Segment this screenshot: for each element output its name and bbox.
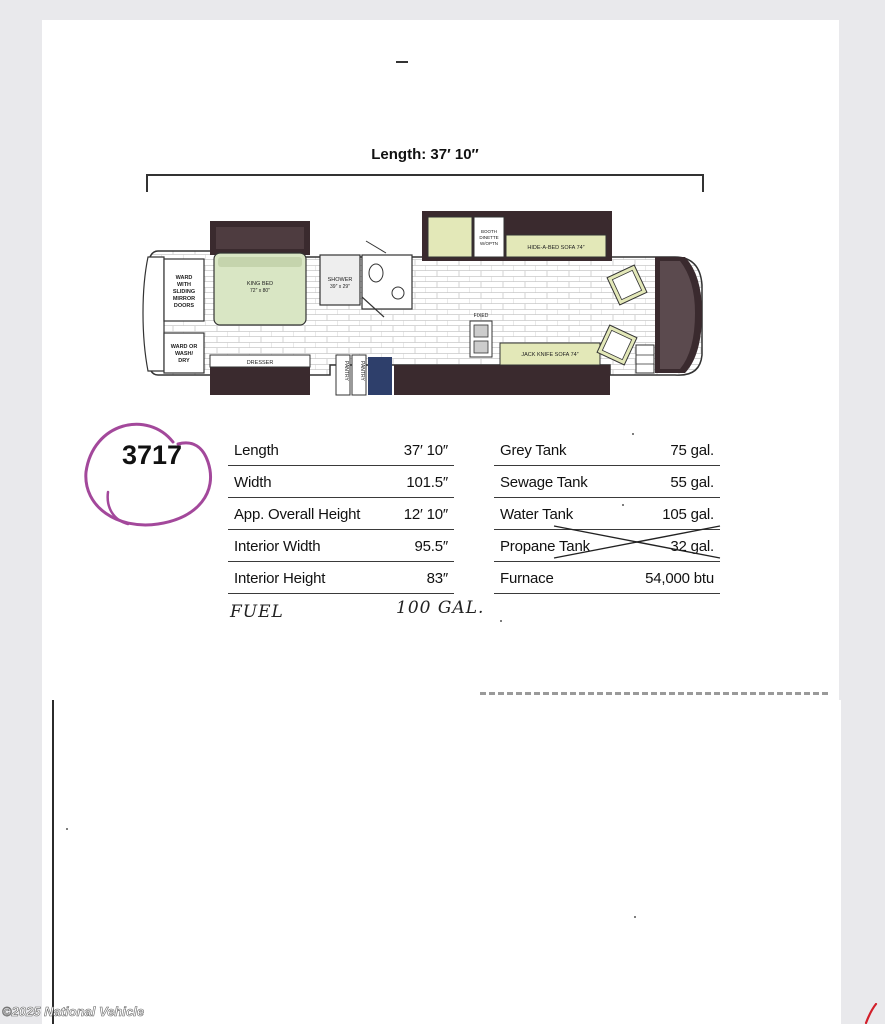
propane-strikethrough <box>553 525 721 559</box>
length-heading: Length: 37′ 10″ <box>371 146 479 163</box>
dimension-tick-left <box>146 174 148 192</box>
booth-label-line: DINETTE <box>479 235 498 240</box>
spec-value: 37′ 10″ <box>403 442 448 459</box>
spec-label: Propane Tank <box>500 538 590 555</box>
spec-value: 83″ <box>426 570 449 587</box>
shower-size: 39″ x 29″ <box>330 284 350 290</box>
scan-artifact-line <box>480 692 830 695</box>
fixed-label: FIXED <box>474 313 489 319</box>
shower-label: SHOWER <box>328 277 353 283</box>
handwritten-fuel-label: FUEL <box>230 602 284 622</box>
spec-row: App. Overall Height 12′ 10″ <box>228 498 454 530</box>
scan-speck <box>66 828 68 830</box>
spec-value: 75 gal. <box>670 442 714 459</box>
spec-label: Interior Width <box>234 538 321 555</box>
hide-a-bed-label: HIDE-A-BED SOFA 74″ <box>527 245 584 251</box>
dimension-tick-right <box>702 174 704 192</box>
spec-label: Sewage Tank <box>500 474 588 491</box>
spec-value: 12′ 10″ <box>403 506 448 523</box>
jack-knife-label: JACK KNIFE SOFA 74″ <box>521 352 578 358</box>
handwritten-circle <box>84 422 213 527</box>
ward-label-line: WARD <box>176 275 193 281</box>
spec-value: 54,000 btu <box>645 570 714 587</box>
pantry-label: PANTRY <box>359 361 365 381</box>
king-bed-size: 72″ x 80″ <box>250 288 270 294</box>
booth-label-line: BOOTH <box>481 229 497 234</box>
pantry-label: PANTRY <box>343 361 349 381</box>
spec-label: App. Overall Height <box>234 506 361 523</box>
spec-row: Width 101.5″ <box>228 466 454 498</box>
spec-label: Water Tank <box>500 506 574 523</box>
ward-wash-label-line: WARD OR <box>171 344 198 350</box>
spec-row: Interior Width 95.5″ <box>228 530 454 562</box>
spec-row: Furnace 54,000 btu <box>494 562 720 594</box>
ward-sliding-label: WARD WITH SLIDING MIRROR DOORS <box>173 275 195 309</box>
spec-row: Sewage Tank 55 gal. <box>494 466 720 498</box>
red-pen-mark <box>864 1003 878 1024</box>
length-dimension-line <box>146 174 704 176</box>
spec-label: Furnace <box>500 570 554 587</box>
second-page-edge <box>52 700 841 1024</box>
handwritten-fuel-value: 100 GAL. <box>396 598 485 618</box>
model-number: 3717 <box>122 440 183 470</box>
floorplan-diagram: WARD WITH SLIDING MIRROR DOORS WARD OR W… <box>142 211 703 396</box>
spec-value: 105 gal. <box>662 506 714 523</box>
spec-value: 95.5″ <box>414 538 448 555</box>
scan-speck <box>500 620 502 622</box>
watermark: ©2025 National Vehicle <box>2 1004 145 1020</box>
spec-row: Length 37′ 10″ <box>228 434 454 466</box>
ward-wash-label-line: WASH/ <box>175 351 194 357</box>
spec-row: Interior Height 83″ <box>228 562 454 594</box>
ward-label-line: SLIDING <box>173 289 195 295</box>
spec-row: Grey Tank 75 gal. <box>494 434 720 466</box>
scan-speck <box>622 504 624 506</box>
spec-table-left: Length 37′ 10″ Width 101.5″ App. Overall… <box>228 434 454 594</box>
ward-wash-label-line: DRY <box>178 358 190 364</box>
ward-label-line: MIRROR <box>173 296 195 302</box>
ward-label-line: DOORS <box>174 303 195 309</box>
spec-label: Grey Tank <box>500 442 567 459</box>
dresser-label: DRESSER <box>247 360 274 366</box>
spec-label: Length <box>234 442 279 459</box>
spec-value: 55 gal. <box>670 474 714 491</box>
scan-speck <box>632 433 634 435</box>
scan-speck <box>634 916 636 918</box>
scan-mark <box>396 61 408 63</box>
king-bed-label: KING BED <box>247 281 273 287</box>
spec-label: Width <box>234 474 272 491</box>
ward-label-line: WITH <box>177 282 191 288</box>
spec-row: Water Tank 105 gal. <box>494 498 720 530</box>
spec-table-right: Grey Tank 75 gal. Sewage Tank 55 gal. Wa… <box>494 434 720 594</box>
booth-label-line: W/OPTN <box>480 241 498 246</box>
spec-value: 101.5″ <box>406 474 448 491</box>
spec-label: Interior Height <box>234 570 326 587</box>
